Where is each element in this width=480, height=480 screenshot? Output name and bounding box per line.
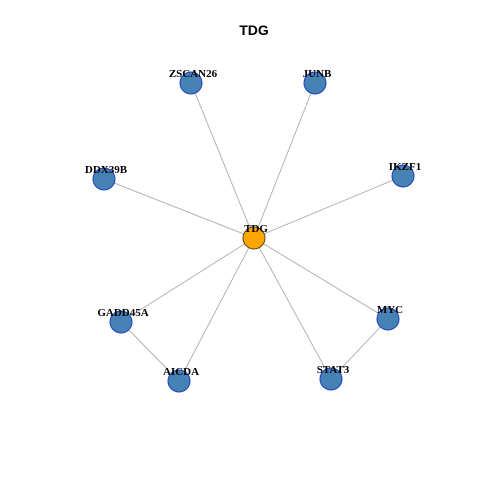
node-label: GADD45A [97, 307, 148, 319]
node-zscan26[interactable]: ZSCAN26 [169, 68, 218, 95]
node-circle[interactable] [319, 367, 343, 391]
edge-tdg-junb [253, 82, 316, 239]
node-label: JUNB [303, 68, 332, 80]
node-gadd45a[interactable]: GADD45A [97, 307, 149, 334]
edge-myc-stat3 [330, 318, 389, 380]
edge-tdg-ddx39b [103, 178, 255, 239]
node-circle[interactable] [167, 369, 191, 393]
node-aicda[interactable]: AICDA [163, 366, 199, 393]
node-stat3[interactable]: STAT3 [317, 364, 350, 391]
node-circle[interactable] [303, 71, 327, 95]
node-tdg[interactable]: TDG [242, 223, 268, 250]
edge-layer [103, 82, 404, 382]
node-circle[interactable] [242, 226, 266, 250]
edge-tdg-aicda [178, 237, 255, 382]
edge-tdg-stat3 [253, 237, 332, 380]
node-circle[interactable] [92, 167, 116, 191]
node-label: ZSCAN26 [169, 68, 218, 80]
node-circle[interactable] [109, 310, 133, 334]
node-ddx39b[interactable]: DDX39B [85, 164, 128, 191]
edge-gadd45a-aicda [120, 321, 180, 382]
edge-tdg-zscan26 [190, 82, 255, 239]
edge-tdg-gadd45a [120, 237, 255, 323]
edge-tdg-ikzf1 [253, 175, 404, 239]
node-circle[interactable] [391, 164, 415, 188]
node-label: MYC [377, 304, 403, 316]
node-ikzf1[interactable]: IKZF1 [389, 161, 421, 188]
node-label: STAT3 [317, 364, 350, 376]
node-circle[interactable] [376, 307, 400, 331]
node-label: IKZF1 [389, 161, 421, 173]
node-label: TDG [244, 223, 268, 235]
node-label: AICDA [163, 366, 199, 378]
edge-tdg-myc [253, 237, 389, 320]
node-circle[interactable] [179, 71, 203, 95]
node-myc[interactable]: MYC [376, 304, 403, 331]
diagram-title: TDG [239, 22, 269, 38]
node-label: DDX39B [85, 164, 128, 176]
node-junb[interactable]: JUNB [303, 68, 332, 95]
